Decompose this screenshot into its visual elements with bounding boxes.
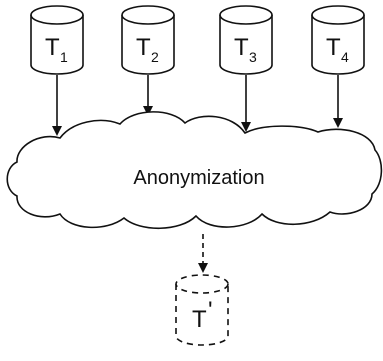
database-cylinder-4-icon — [311, 15, 365, 75]
database-cylinder-1-icon — [30, 15, 84, 75]
database-cylinder-3-icon — [219, 15, 273, 75]
input-table-1: T 1 — [30, 5, 84, 75]
table-3-name: T — [234, 34, 249, 61]
process-label: Anonymization — [133, 167, 264, 189]
output-table-mark: ' — [208, 297, 213, 324]
table-4-name: T — [326, 34, 341, 61]
anonymization-cloud-icon — [6, 111, 383, 230]
input-table-2: T 2 — [121, 5, 175, 75]
table-3-subscript: 3 — [249, 49, 257, 65]
table-2-name: T — [136, 34, 151, 61]
table-2-subscript: 2 — [151, 49, 159, 65]
table-1-subscript: 1 — [60, 49, 68, 65]
table-4-subscript: 4 — [341, 49, 349, 65]
output-table-name: T — [192, 306, 207, 333]
output-database-cylinder-icon — [175, 284, 229, 346]
table-1-name: T — [45, 34, 60, 61]
database-cylinder-2-icon — [121, 15, 175, 75]
output-table: T ' — [175, 274, 229, 346]
input-table-4: T 4 — [311, 5, 365, 75]
input-table-3: T 3 — [219, 5, 273, 75]
